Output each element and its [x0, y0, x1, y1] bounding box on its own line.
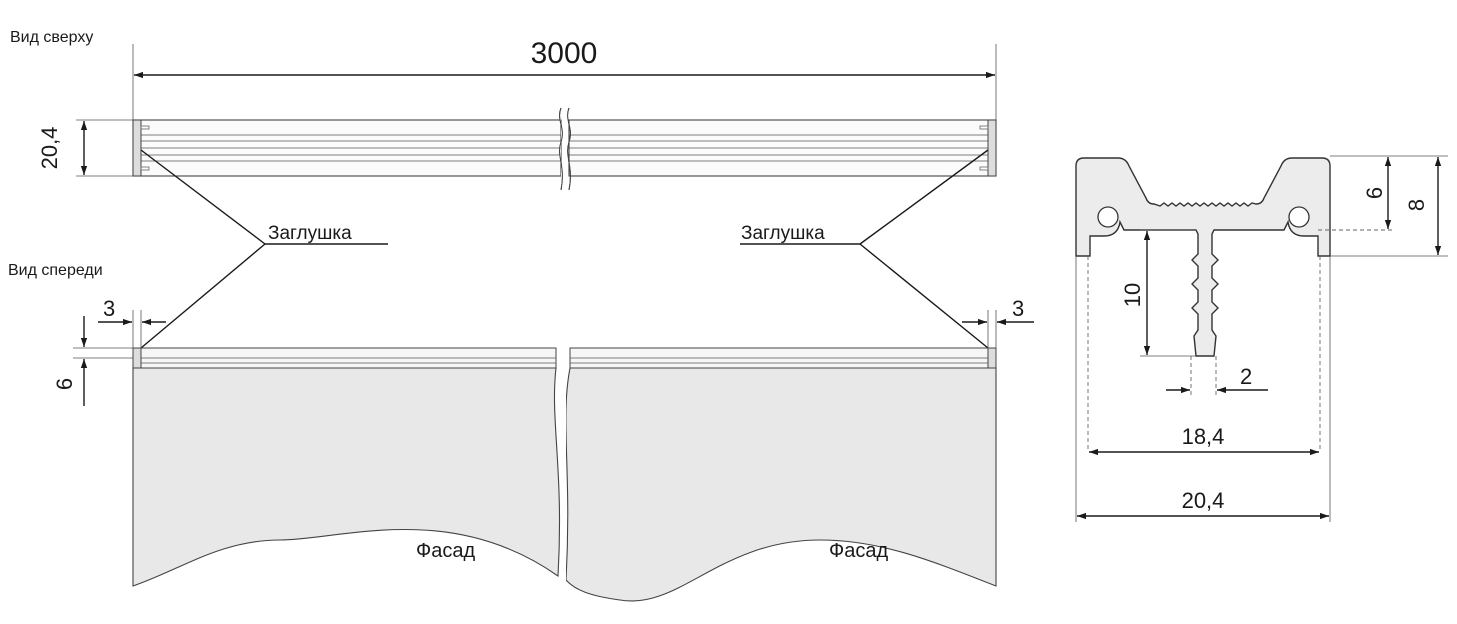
front-view-label: Вид спереди: [8, 262, 103, 279]
cap-left-label: Заглушка: [268, 223, 352, 244]
front-height-value: 6: [52, 378, 77, 390]
end-cap-left-front: [132, 347, 142, 369]
cap-offset-right-value: 3: [1012, 296, 1024, 321]
profile-strip-top: [132, 107, 997, 191]
facade-right: [565, 367, 997, 602]
profile-section: 6 8 10 2 18,4 20,4: [1075, 155, 1448, 522]
facade-left: [132, 367, 561, 587]
end-cap-right-front: [987, 347, 997, 369]
end-cap-right-top: [987, 119, 997, 177]
profile-tongue-depth-value: 10: [1120, 283, 1145, 307]
profile-outer-width-value: 20,4: [1182, 488, 1225, 513]
front-view: Фасад Фасад 3 3 6: [52, 296, 1034, 610]
facade-left-label: Фасад: [416, 540, 475, 562]
profile-inner-width-value: 18,4: [1182, 424, 1225, 449]
top-view-label: Вид сверху: [10, 29, 93, 46]
cap-right-label: Заглушка: [741, 223, 825, 244]
length-dimension-value: 3000: [531, 37, 598, 70]
profile-height-value: 8: [1404, 199, 1429, 211]
top-width-dimension-value: 20,4: [37, 127, 62, 170]
cap-leaders: Заглушка Заглушка: [140, 149, 989, 349]
end-cap-left-top: [132, 119, 142, 177]
cap-offset-left-value: 3: [103, 296, 115, 321]
profile-body: [1075, 157, 1331, 357]
profile-groove-depth-value: 6: [1362, 187, 1387, 199]
top-view: 3000: [37, 37, 997, 191]
profile-tongue-width-value: 2: [1240, 364, 1252, 389]
facade-right-label: Фасад: [829, 540, 888, 562]
